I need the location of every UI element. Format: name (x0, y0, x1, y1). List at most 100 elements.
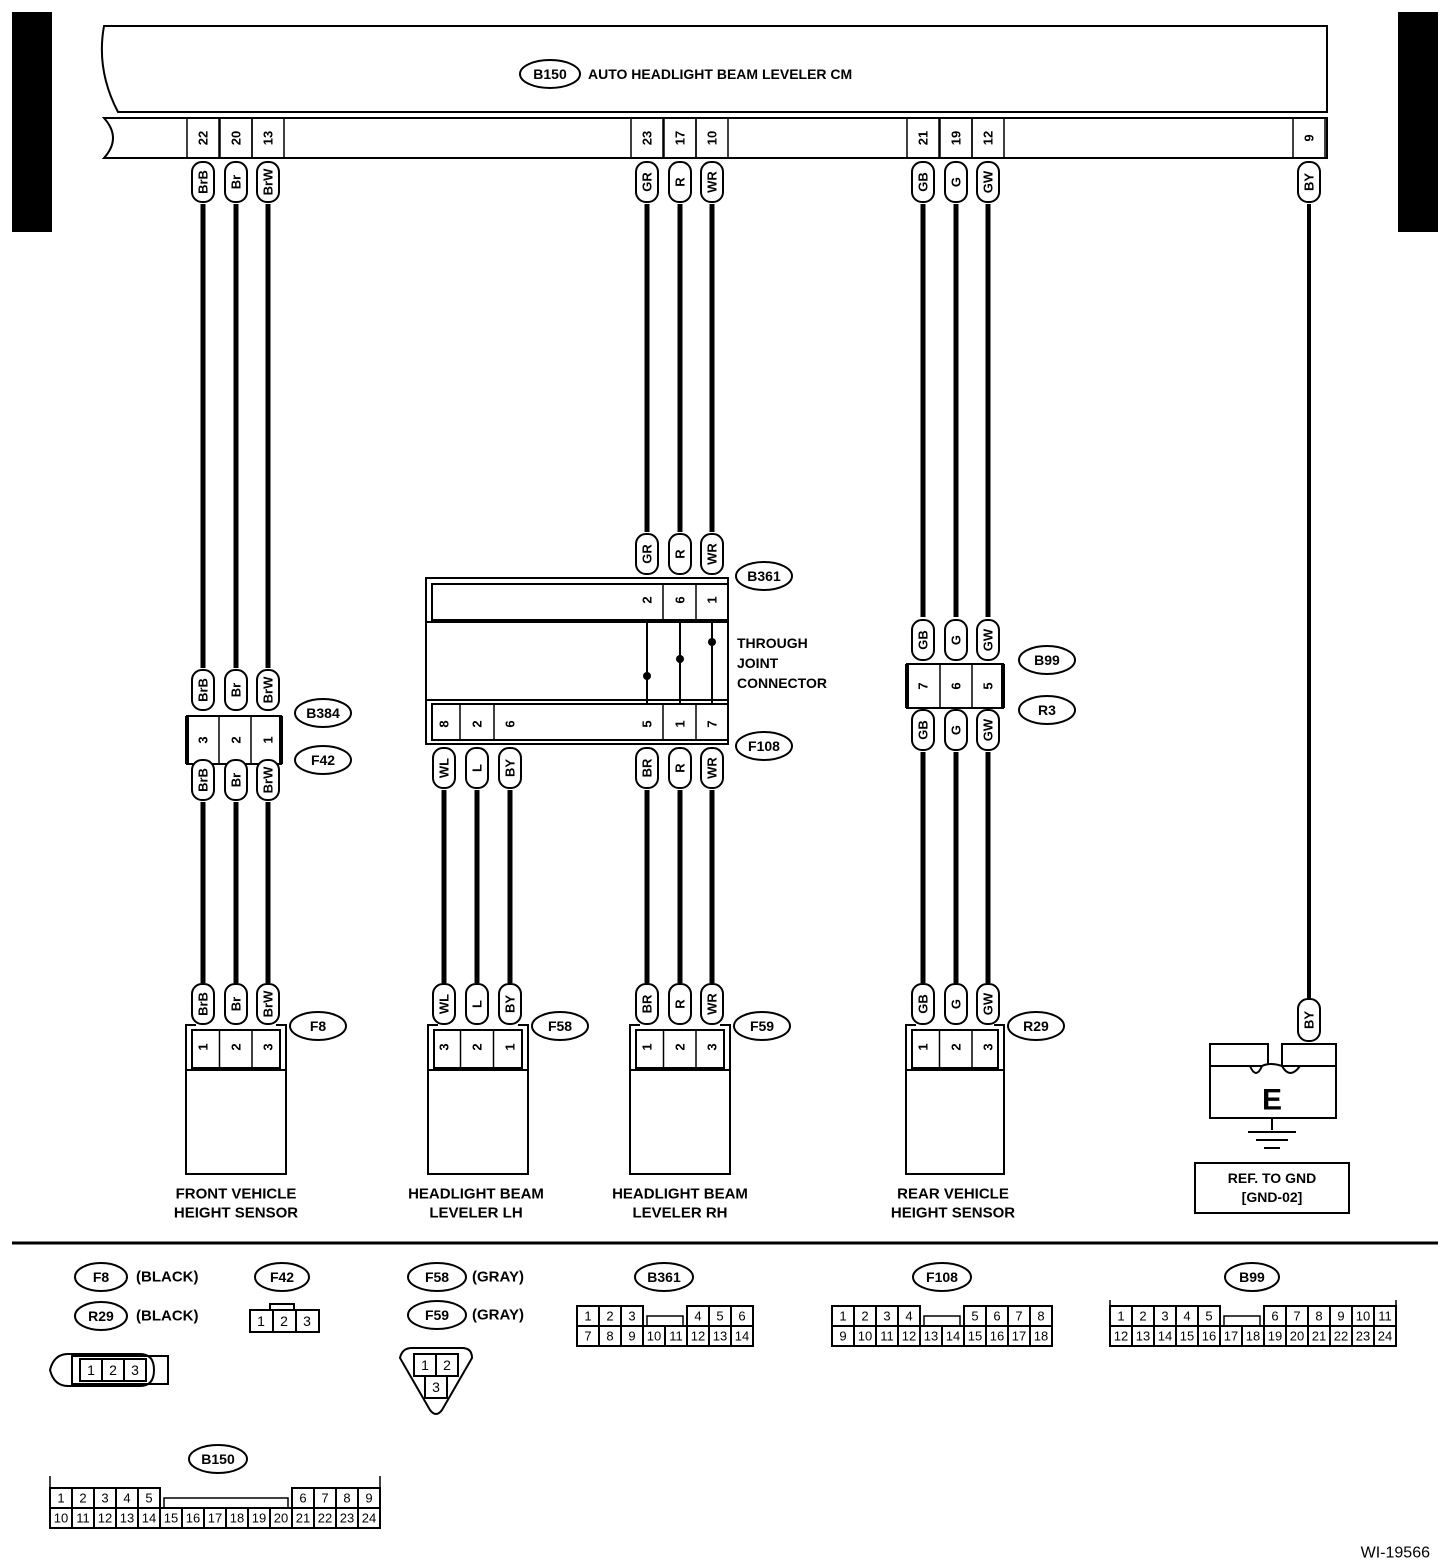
legend-f8-pin: 1 (87, 1362, 95, 1378)
legend-f108-pin: 15 (968, 1329, 982, 1344)
wire-color-badge (224, 759, 248, 801)
cm-pin: 22 (196, 131, 211, 145)
legend-b361-pin: 12 (691, 1329, 705, 1344)
component-wire-color: BrW (261, 990, 276, 1017)
f42-oval: F42 (294, 745, 352, 775)
legend-b99-pin: 7 (1293, 1309, 1300, 1324)
component-wire-color: G (949, 999, 964, 1009)
component-wire-color: WR (705, 993, 720, 1015)
page-tag-left (12, 12, 52, 232)
f108-oval: F108 (735, 731, 793, 761)
legend-f108-pin: 2 (861, 1309, 868, 1324)
component-wire-color: BrB (196, 992, 211, 1016)
wires-layer (200, 204, 1311, 1000)
legend-f108-pin: 9 (839, 1329, 846, 1344)
oval-label: F8 (93, 1269, 110, 1285)
b361-oval: B361 (735, 561, 793, 591)
component-pin: 1 (196, 1043, 211, 1050)
oval-outline (519, 59, 581, 89)
legend-b150-pin: 15 (164, 1511, 178, 1526)
wire-color-badge (635, 983, 659, 1025)
front-inline-color-upper: BrB (196, 678, 211, 702)
component-connector-oval: F8 (289, 1011, 347, 1041)
oval-outline (407, 1262, 467, 1292)
rear-inline-color-lower: G (949, 725, 964, 735)
legend-f108-key (923, 1315, 961, 1326)
legend-b99-pin: 2 (1139, 1309, 1146, 1324)
legend-f58-oval: F58 (407, 1262, 467, 1292)
legend-tri-pin: 3 (432, 1379, 440, 1395)
component-name-line2: LEVELER LH (429, 1205, 522, 1222)
legend-r29-color: (BLACK) (136, 1308, 198, 1325)
legend-b150-cell (357, 1487, 381, 1509)
legend-b361-key (646, 1315, 684, 1326)
legend-f108-pin: 6 (993, 1309, 1000, 1324)
oval-outline (294, 745, 352, 775)
component-pin: 2 (470, 1043, 485, 1050)
oval-outline (531, 1011, 589, 1041)
legend-f108-pin: 3 (883, 1309, 890, 1324)
component-name-line1: FRONT VEHICLE (176, 1186, 297, 1203)
oval-outline (1007, 1011, 1065, 1041)
component-pin: 3 (261, 1043, 276, 1050)
rear-inline-color-upper: GB (916, 630, 931, 650)
wire-color-badge (224, 669, 248, 711)
rear-inline-pin: 5 (981, 682, 996, 689)
legend-b99-pin: 9 (1337, 1309, 1344, 1324)
legend-b361-pin: 4 (694, 1309, 701, 1324)
front-inline-color-upper: BrW (261, 676, 276, 703)
oval-outline (735, 731, 793, 761)
wire-color-badge (465, 983, 489, 1025)
oval-outline (74, 1262, 128, 1292)
oval-outline (254, 1262, 310, 1292)
component-connector-oval: F58 (531, 1011, 589, 1041)
wire-color-badge (432, 983, 456, 1025)
legend-b150-pin: 9 (365, 1491, 372, 1506)
cm-pin: 9 (1302, 134, 1317, 141)
legend-tri-cell (424, 1375, 448, 1399)
wire-color-badge (911, 619, 935, 661)
oval-label: F58 (425, 1269, 449, 1285)
oval-label: B361 (647, 1269, 681, 1285)
b361-pin: 6 (673, 596, 688, 603)
ground-reference-box (1194, 1162, 1350, 1214)
oval-label: F8 (310, 1018, 327, 1034)
legend-b99-pin: 22 (1334, 1329, 1348, 1344)
legend-b99-pin: 8 (1315, 1309, 1322, 1324)
legend-f108-pin: 8 (1037, 1309, 1044, 1324)
oval-outline (1018, 695, 1076, 725)
legend-b150-pin: 12 (98, 1511, 112, 1526)
ground-wire-color: BY (1302, 1011, 1317, 1029)
wire-color-badge (944, 161, 968, 203)
wire-color-badge (976, 983, 1000, 1025)
wire-color-badge (635, 161, 659, 203)
oval-label: B150 (201, 1451, 235, 1467)
legend-f58-color: (GRAY) (472, 1269, 524, 1286)
f108-pin-right: 1 (673, 720, 688, 727)
front-inline-pin: 2 (229, 736, 244, 743)
component-name-line1: REAR VEHICLE (897, 1186, 1009, 1203)
legend-b361-pin: 3 (628, 1309, 635, 1324)
legend-f108-pin: 1 (839, 1309, 846, 1324)
component-connector-bracket (629, 1024, 731, 1070)
f108-pin-left: 8 (437, 720, 452, 727)
legend-b99-cell (1197, 1305, 1221, 1327)
legend-b150-oval: B150 (188, 1444, 248, 1474)
legend-b361-pin: 6 (738, 1309, 745, 1324)
legend-b99-pin: 15 (1180, 1329, 1194, 1344)
legend-b361-pin: 7 (584, 1329, 591, 1344)
oval-outline (1018, 645, 1076, 675)
cm-pin: 17 (673, 131, 688, 145)
component-wire-color: R (673, 999, 688, 1009)
legend-b99-pin: 6 (1271, 1309, 1278, 1324)
wire-color-badge (911, 983, 935, 1025)
component-name-line1: HEADLIGHT BEAM (408, 1186, 544, 1203)
oval-label: F59 (750, 1018, 774, 1034)
wire-color-badge (944, 709, 968, 751)
f108-wire-color-right: BR (640, 758, 655, 777)
legend-b99-key (1223, 1315, 1261, 1326)
legend-f42-oval: F42 (254, 1262, 310, 1292)
legend-b361-oval: B361 (634, 1262, 694, 1292)
wire-color-badge (1297, 161, 1321, 203)
legend-b150-pin: 3 (101, 1491, 108, 1506)
